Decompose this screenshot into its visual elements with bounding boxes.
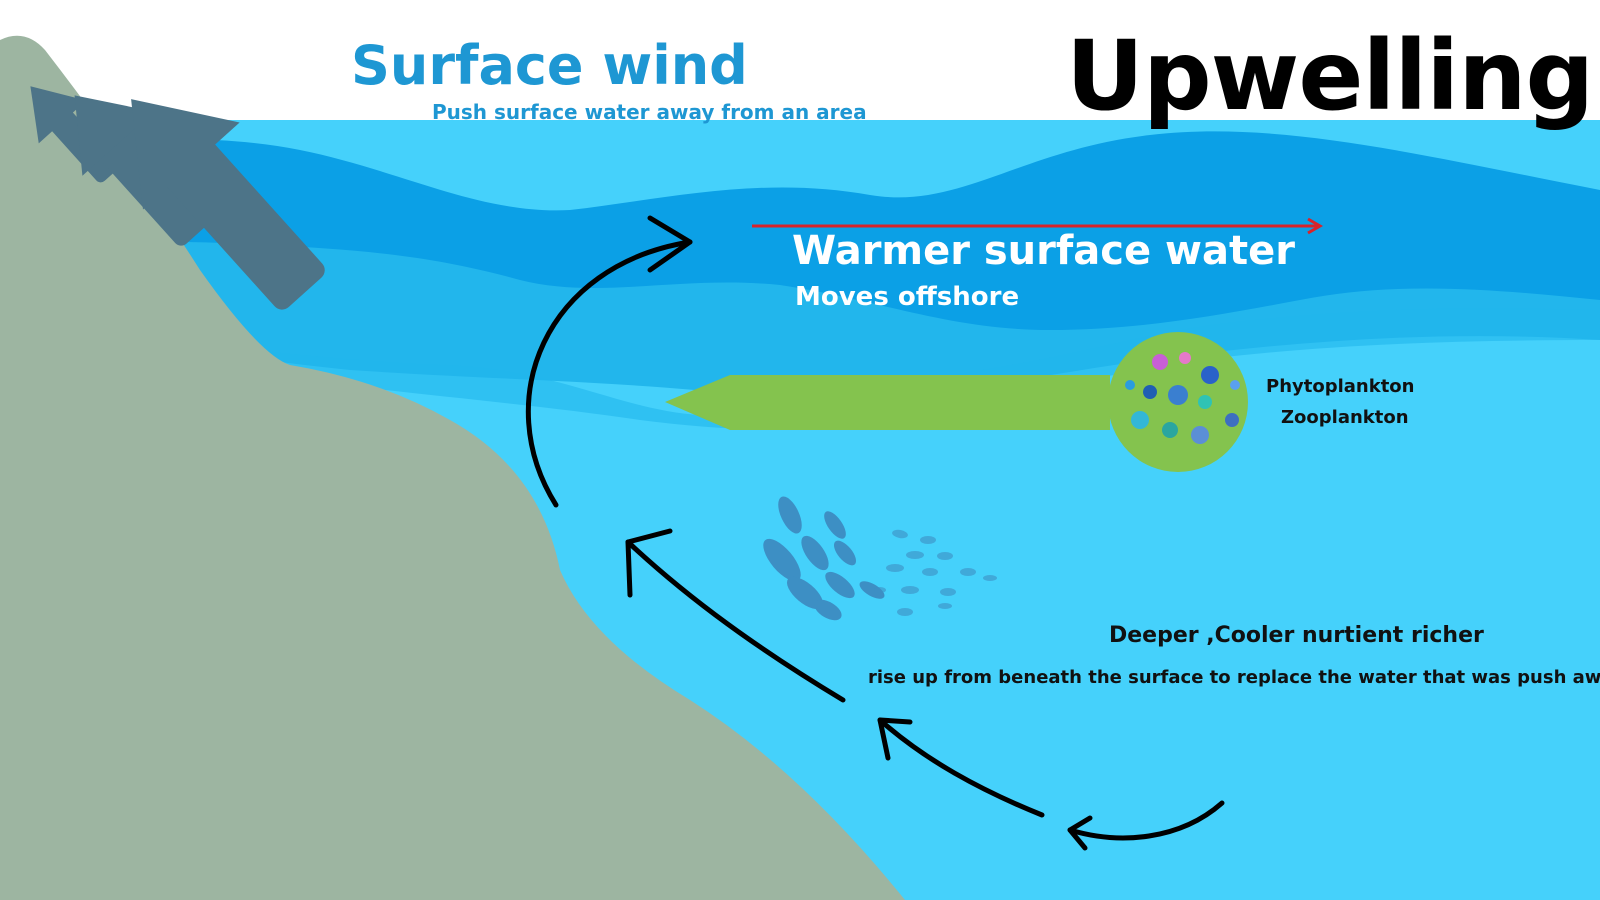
- surface-wind-description: Push surface water away from an area: [432, 100, 867, 124]
- zooplankton-label: Zooplankton: [1281, 407, 1409, 428]
- circulation-arrow-icon: [1067, 800, 1225, 851]
- surface-wind-label: Surface wind: [351, 34, 748, 97]
- deep-water-description: rise up from beneath the surface to repl…: [868, 667, 1600, 688]
- circulation-arrow-icon: [877, 717, 1045, 818]
- fish-school-icon: [763, 496, 997, 621]
- warm-water-label: Warmer surface water: [792, 228, 1295, 274]
- phytoplankton-label: Phytoplankton: [1266, 376, 1415, 397]
- warm-water-description: Moves offshore: [795, 282, 1020, 312]
- wave-band-top: [0, 131, 1600, 330]
- offshore-red-arrow-icon: [752, 217, 1323, 235]
- deep-water-label: Deeper ,Cooler nurtient richer: [1109, 623, 1484, 648]
- wind-arrow-icon: [131, 99, 325, 310]
- diagram-title: Upwelling: [1066, 20, 1594, 132]
- green-arrow-icon: [665, 375, 1110, 430]
- coastal-land: [0, 35, 905, 900]
- plankton-circle-icon: [1108, 332, 1248, 472]
- circulation-arrow-icon: [625, 528, 846, 703]
- circulation-arrow-icon: [525, 215, 693, 508]
